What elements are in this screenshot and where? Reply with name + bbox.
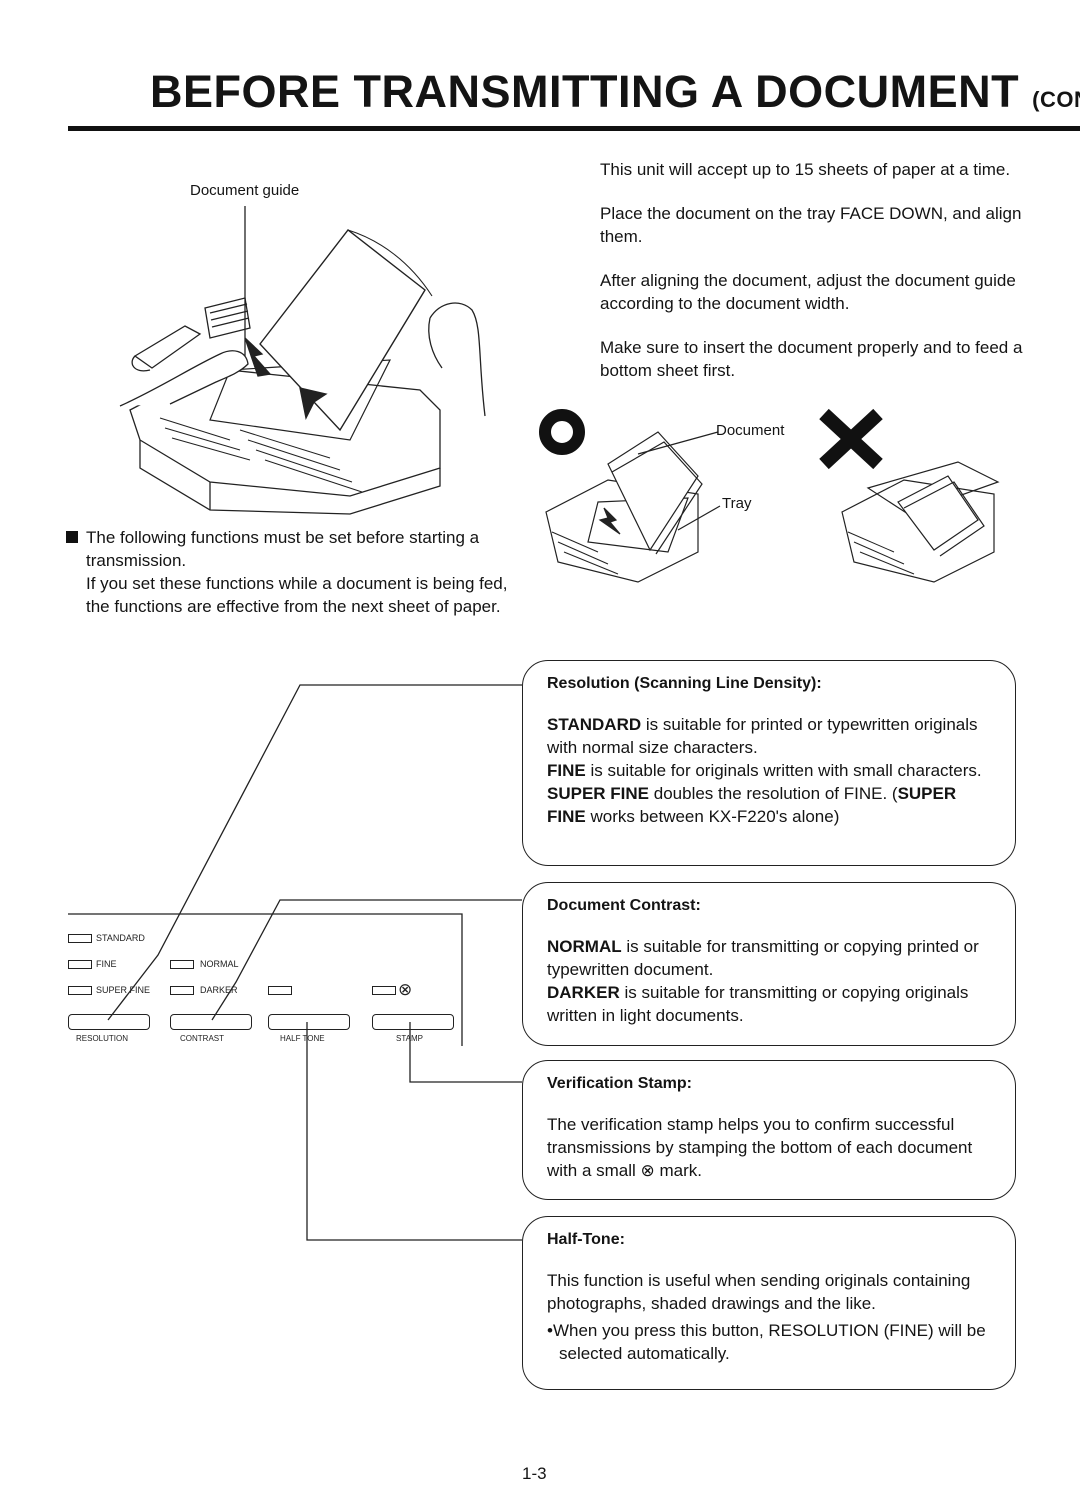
title-suffix: (CONT.)	[1032, 87, 1080, 112]
document-guide-callout: Document guide	[190, 182, 300, 199]
stamp-led-icon	[372, 986, 396, 995]
resolution-text: STANDARD is suitable for printed or type…	[547, 715, 978, 757]
super-fine-indicator-label: SUPER FINE	[96, 985, 151, 995]
stamp-button-label: STAMP	[396, 1034, 423, 1043]
intro-paragraph: After aligning the document, adjust the …	[600, 271, 1016, 313]
intro-paragraph: This unit will accept up to 15 sheets of…	[600, 160, 1011, 179]
fax-loading-illustration: Document guide	[90, 178, 510, 518]
halftone-bullet: •When you press this button, RESOLUTION …	[547, 1321, 986, 1363]
functions-note-line1: The following functions must be set befo…	[86, 528, 480, 570]
page-number: 1-3	[522, 1464, 547, 1483]
document-label: Document	[716, 422, 785, 439]
halftone-text: This function is useful when sending ori…	[547, 1271, 971, 1313]
fine-led-icon	[68, 960, 92, 969]
contrast-text: DARKER is suitable for transmitting or c…	[547, 983, 969, 1025]
halftone-button[interactable]	[268, 1014, 350, 1030]
stamp-button[interactable]	[372, 1014, 454, 1030]
bullet-dot-icon: •	[547, 1321, 553, 1340]
contrast-button[interactable]	[170, 1014, 252, 1030]
control-panel: STANDARD FINE SUPER FINE NORMAL DARKER ⊗…	[66, 922, 466, 1052]
resolution-heading: Resolution (Scanning Line Density):	[547, 675, 822, 692]
normal-led-icon	[170, 960, 194, 969]
header-rule	[68, 126, 1080, 131]
correct-mark-icon	[539, 409, 585, 455]
contrast-button-label: CONTRAST	[180, 1034, 224, 1043]
tray-label: Tray	[722, 495, 752, 512]
incorrect-mark-icon	[819, 408, 883, 470]
page-title: BEFORE TRANSMITTING A DOCUMENT (CONT.)	[150, 66, 1080, 118]
standard-indicator-label: STANDARD	[96, 933, 145, 943]
intro-text: This unit will accept up to 15 sheets of…	[600, 158, 1040, 403]
halftone-heading: Half-Tone:	[547, 1231, 625, 1248]
functions-note-line2: If you set these functions while a docum…	[86, 574, 508, 616]
insertion-illustration: Document Tray	[538, 402, 1008, 598]
normal-indicator-label: NORMAL	[200, 959, 239, 969]
contrast-text: NORMAL is suitable for transmitting or c…	[547, 937, 979, 979]
intro-paragraph: Place the document on the tray FACE DOWN…	[600, 204, 1022, 246]
super-fine-led-icon	[68, 986, 92, 995]
resolution-text: SUPER FINE doubles the resolution of FIN…	[547, 784, 957, 826]
halftone-button-label: HALF TONE	[280, 1034, 325, 1043]
stamp-info-box: Verification Stamp: The verification sta…	[522, 1060, 1016, 1200]
stamp-heading: Verification Stamp:	[547, 1075, 692, 1092]
darker-led-icon	[170, 986, 194, 995]
resolution-button[interactable]	[68, 1014, 150, 1030]
fine-indicator-label: FINE	[96, 959, 117, 969]
contrast-heading: Document Contrast:	[547, 897, 701, 914]
stamp-symbol-icon: ⊗	[398, 980, 413, 999]
stamp-mark-icon: ⊗	[640, 1161, 655, 1180]
resolution-info-box: Resolution (Scanning Line Density): STAN…	[522, 660, 1016, 866]
resolution-button-label: RESOLUTION	[76, 1034, 129, 1043]
intro-paragraph: Make sure to insert the document properl…	[600, 338, 1023, 380]
resolution-text: FINE is suitable for originals written w…	[547, 761, 982, 780]
bullet-square-icon	[66, 531, 78, 543]
darker-indicator-label: DARKER	[200, 985, 238, 995]
functions-note: The following functions must be set befo…	[66, 526, 516, 618]
contrast-info-box: Document Contrast: NORMAL is suitable fo…	[522, 882, 1016, 1046]
title-text: BEFORE TRANSMITTING A DOCUMENT	[150, 66, 1020, 117]
halftone-led-icon	[268, 986, 292, 995]
standard-led-icon	[68, 934, 92, 943]
stamp-text: The verification stamp helps you to conf…	[547, 1115, 973, 1180]
halftone-info-box: Half-Tone: This function is useful when …	[522, 1216, 1016, 1390]
